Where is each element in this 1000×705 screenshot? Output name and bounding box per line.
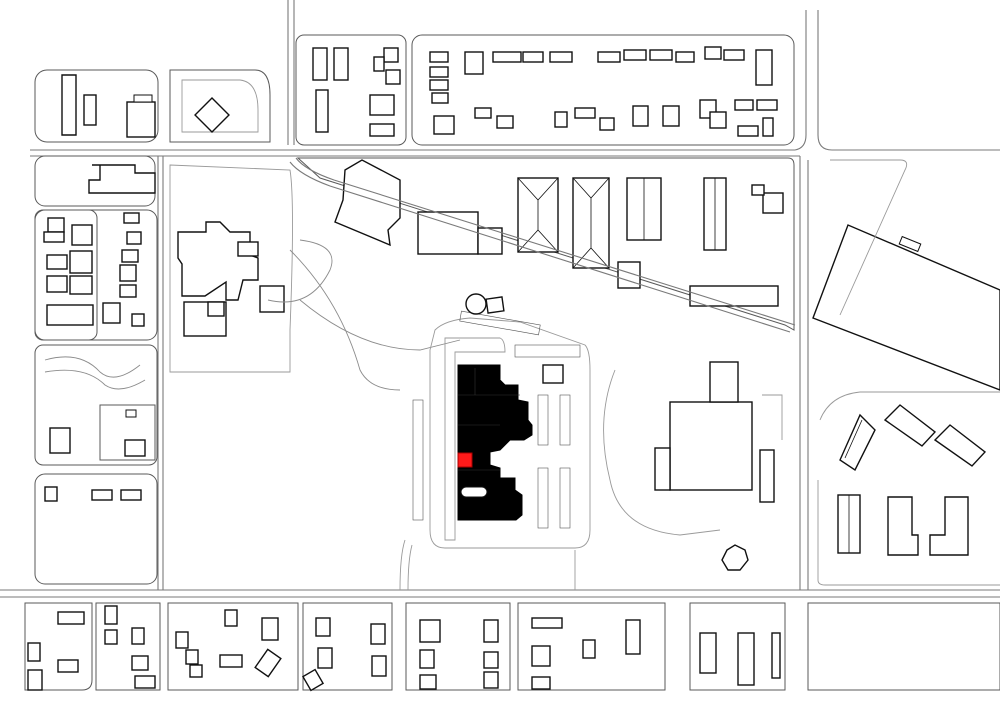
block-top-left xyxy=(34,69,159,143)
road-diagonal xyxy=(289,161,791,333)
block-west-4 xyxy=(34,473,158,585)
large-east-building xyxy=(603,361,783,571)
building-complex-west xyxy=(169,164,461,391)
parking-lot-east xyxy=(412,310,581,529)
block-top-mid xyxy=(295,34,407,146)
highlighted-unit[interactable] xyxy=(457,452,473,468)
block-top-right xyxy=(411,34,795,146)
block-west-2 xyxy=(34,209,158,341)
far-east-diagonal-building xyxy=(812,159,1000,391)
road-north-east xyxy=(794,10,807,151)
block-west-1 xyxy=(34,155,156,207)
block-top-diamond xyxy=(169,69,271,143)
block-north-industrial xyxy=(296,157,795,331)
east-residential xyxy=(817,391,1000,586)
bottom-blocks xyxy=(24,602,1000,692)
central-campus xyxy=(399,293,591,591)
focus-building-dark xyxy=(457,364,533,521)
street-grid xyxy=(0,0,1000,598)
block-west-3 xyxy=(34,344,158,466)
